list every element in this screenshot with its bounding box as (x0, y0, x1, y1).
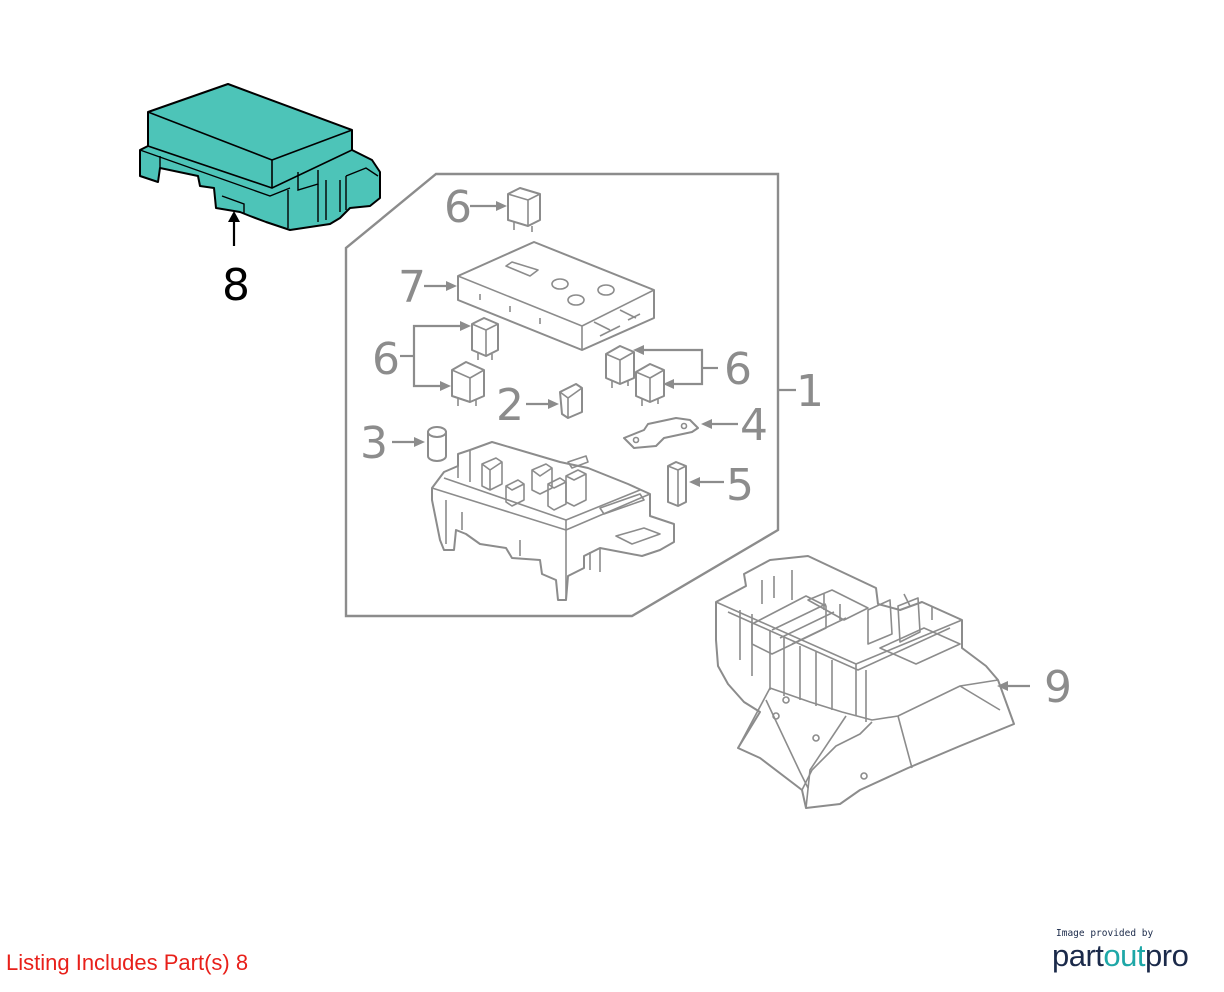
callout-2[interactable]: 2 (496, 380, 524, 431)
callout-1[interactable]: 1 (796, 366, 824, 417)
callout-6a-leader (470, 201, 507, 211)
callout-6b[interactable]: 6 (372, 334, 400, 385)
callout-9[interactable]: 9 (1044, 662, 1072, 713)
part-6-relay-right-upper[interactable] (605, 345, 635, 388)
callout-3-leader (392, 437, 425, 447)
listing-includes-note: Listing Includes Part(s) 8 (6, 950, 249, 975)
logo-caption: Image provided by (1056, 928, 1154, 939)
logo-word-part: part (1052, 938, 1104, 973)
callout-8-leader (228, 211, 240, 246)
part-6-relay-top[interactable] (507, 187, 541, 232)
logo-word-out: out (1103, 938, 1146, 973)
part-8-cover[interactable] (139, 83, 381, 231)
callout-6c-bracket (633, 345, 718, 389)
part-2-fuse[interactable] (559, 383, 583, 419)
part-9-tray[interactable] (715, 555, 1015, 809)
assembly-1-boundary (344, 172, 780, 618)
callout-6b-bracket (400, 321, 471, 391)
callout-2-leader (526, 399, 559, 409)
callout-6a[interactable]: 6 (444, 182, 472, 233)
part-5-fuse[interactable] (667, 461, 687, 507)
callout-5[interactable]: 5 (726, 460, 754, 511)
logo-wordmark: partoutpro (1052, 938, 1189, 974)
fuse-block-body[interactable] (431, 441, 675, 601)
callout-6c[interactable]: 6 (724, 344, 752, 395)
callout-8[interactable]: 8 (222, 260, 250, 311)
partoutpro-logo: Image provided by partoutpro (1052, 928, 1212, 974)
part-3-cylinder[interactable] (427, 426, 447, 462)
callout-4[interactable]: 4 (740, 400, 768, 451)
part-4-bracket[interactable] (623, 417, 699, 449)
callout-7[interactable]: 7 (398, 262, 426, 313)
part-6-relay-left-lower[interactable] (451, 361, 485, 406)
part-6-relay-right-lower[interactable] (635, 363, 665, 406)
part-6-relay-left-upper[interactable] (471, 317, 499, 360)
callout-5-leader (689, 477, 724, 487)
callout-3[interactable]: 3 (360, 418, 388, 469)
callout-4-leader (701, 419, 738, 429)
part-7-plate[interactable] (457, 241, 655, 351)
callout-9-leader (997, 681, 1030, 691)
logo-word-pro: pro (1145, 938, 1189, 973)
callout-7-leader (424, 281, 457, 291)
